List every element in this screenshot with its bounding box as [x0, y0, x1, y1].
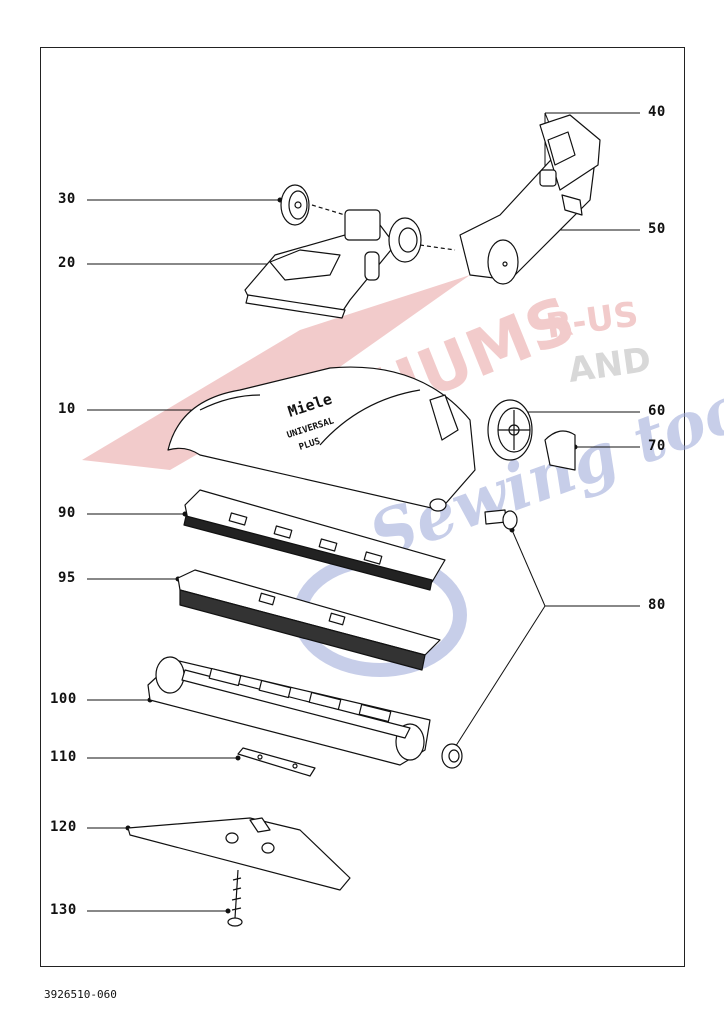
callout-110: 110 [50, 749, 77, 765]
callout-10: 10 [58, 401, 76, 417]
callout-80: 80 [648, 597, 666, 613]
drawing-frame [40, 47, 685, 967]
document-code: 3926510-060 [44, 988, 117, 1001]
part-80-screw [484, 509, 518, 530]
part-80-cap [441, 743, 463, 769]
part-10-housing-cover: Miele UNIVERSAL PLUS [167, 366, 476, 512]
part-95-brush-bar [177, 569, 441, 671]
part-60-wheel-large [487, 399, 533, 461]
callout-70: 70 [648, 438, 666, 454]
part-40-release-button [539, 131, 576, 187]
callout-90: 90 [58, 505, 76, 521]
part-50-elbow-tube [459, 114, 601, 285]
part-110-plate [237, 747, 316, 777]
part-120-bottom-plate [127, 817, 351, 891]
callout-95: 95 [58, 570, 76, 586]
part-70-wheel-cap [544, 430, 576, 471]
part-30-wheel [280, 184, 346, 226]
callout-20: 20 [58, 255, 76, 271]
callout-30: 30 [58, 191, 76, 207]
callout-130: 130 [50, 902, 77, 918]
callout-120: 120 [50, 819, 77, 835]
callout-100: 100 [50, 691, 77, 707]
part-100-base-frame [147, 656, 431, 766]
callout-60: 60 [648, 403, 666, 419]
callout-40: 40 [648, 104, 666, 120]
part-20-swivel-neck [244, 209, 456, 319]
callout-50: 50 [648, 221, 666, 237]
part-90-brush-strip [183, 489, 446, 591]
part-130-screw [227, 869, 243, 927]
watermark-red-swoosh [82, 275, 470, 470]
